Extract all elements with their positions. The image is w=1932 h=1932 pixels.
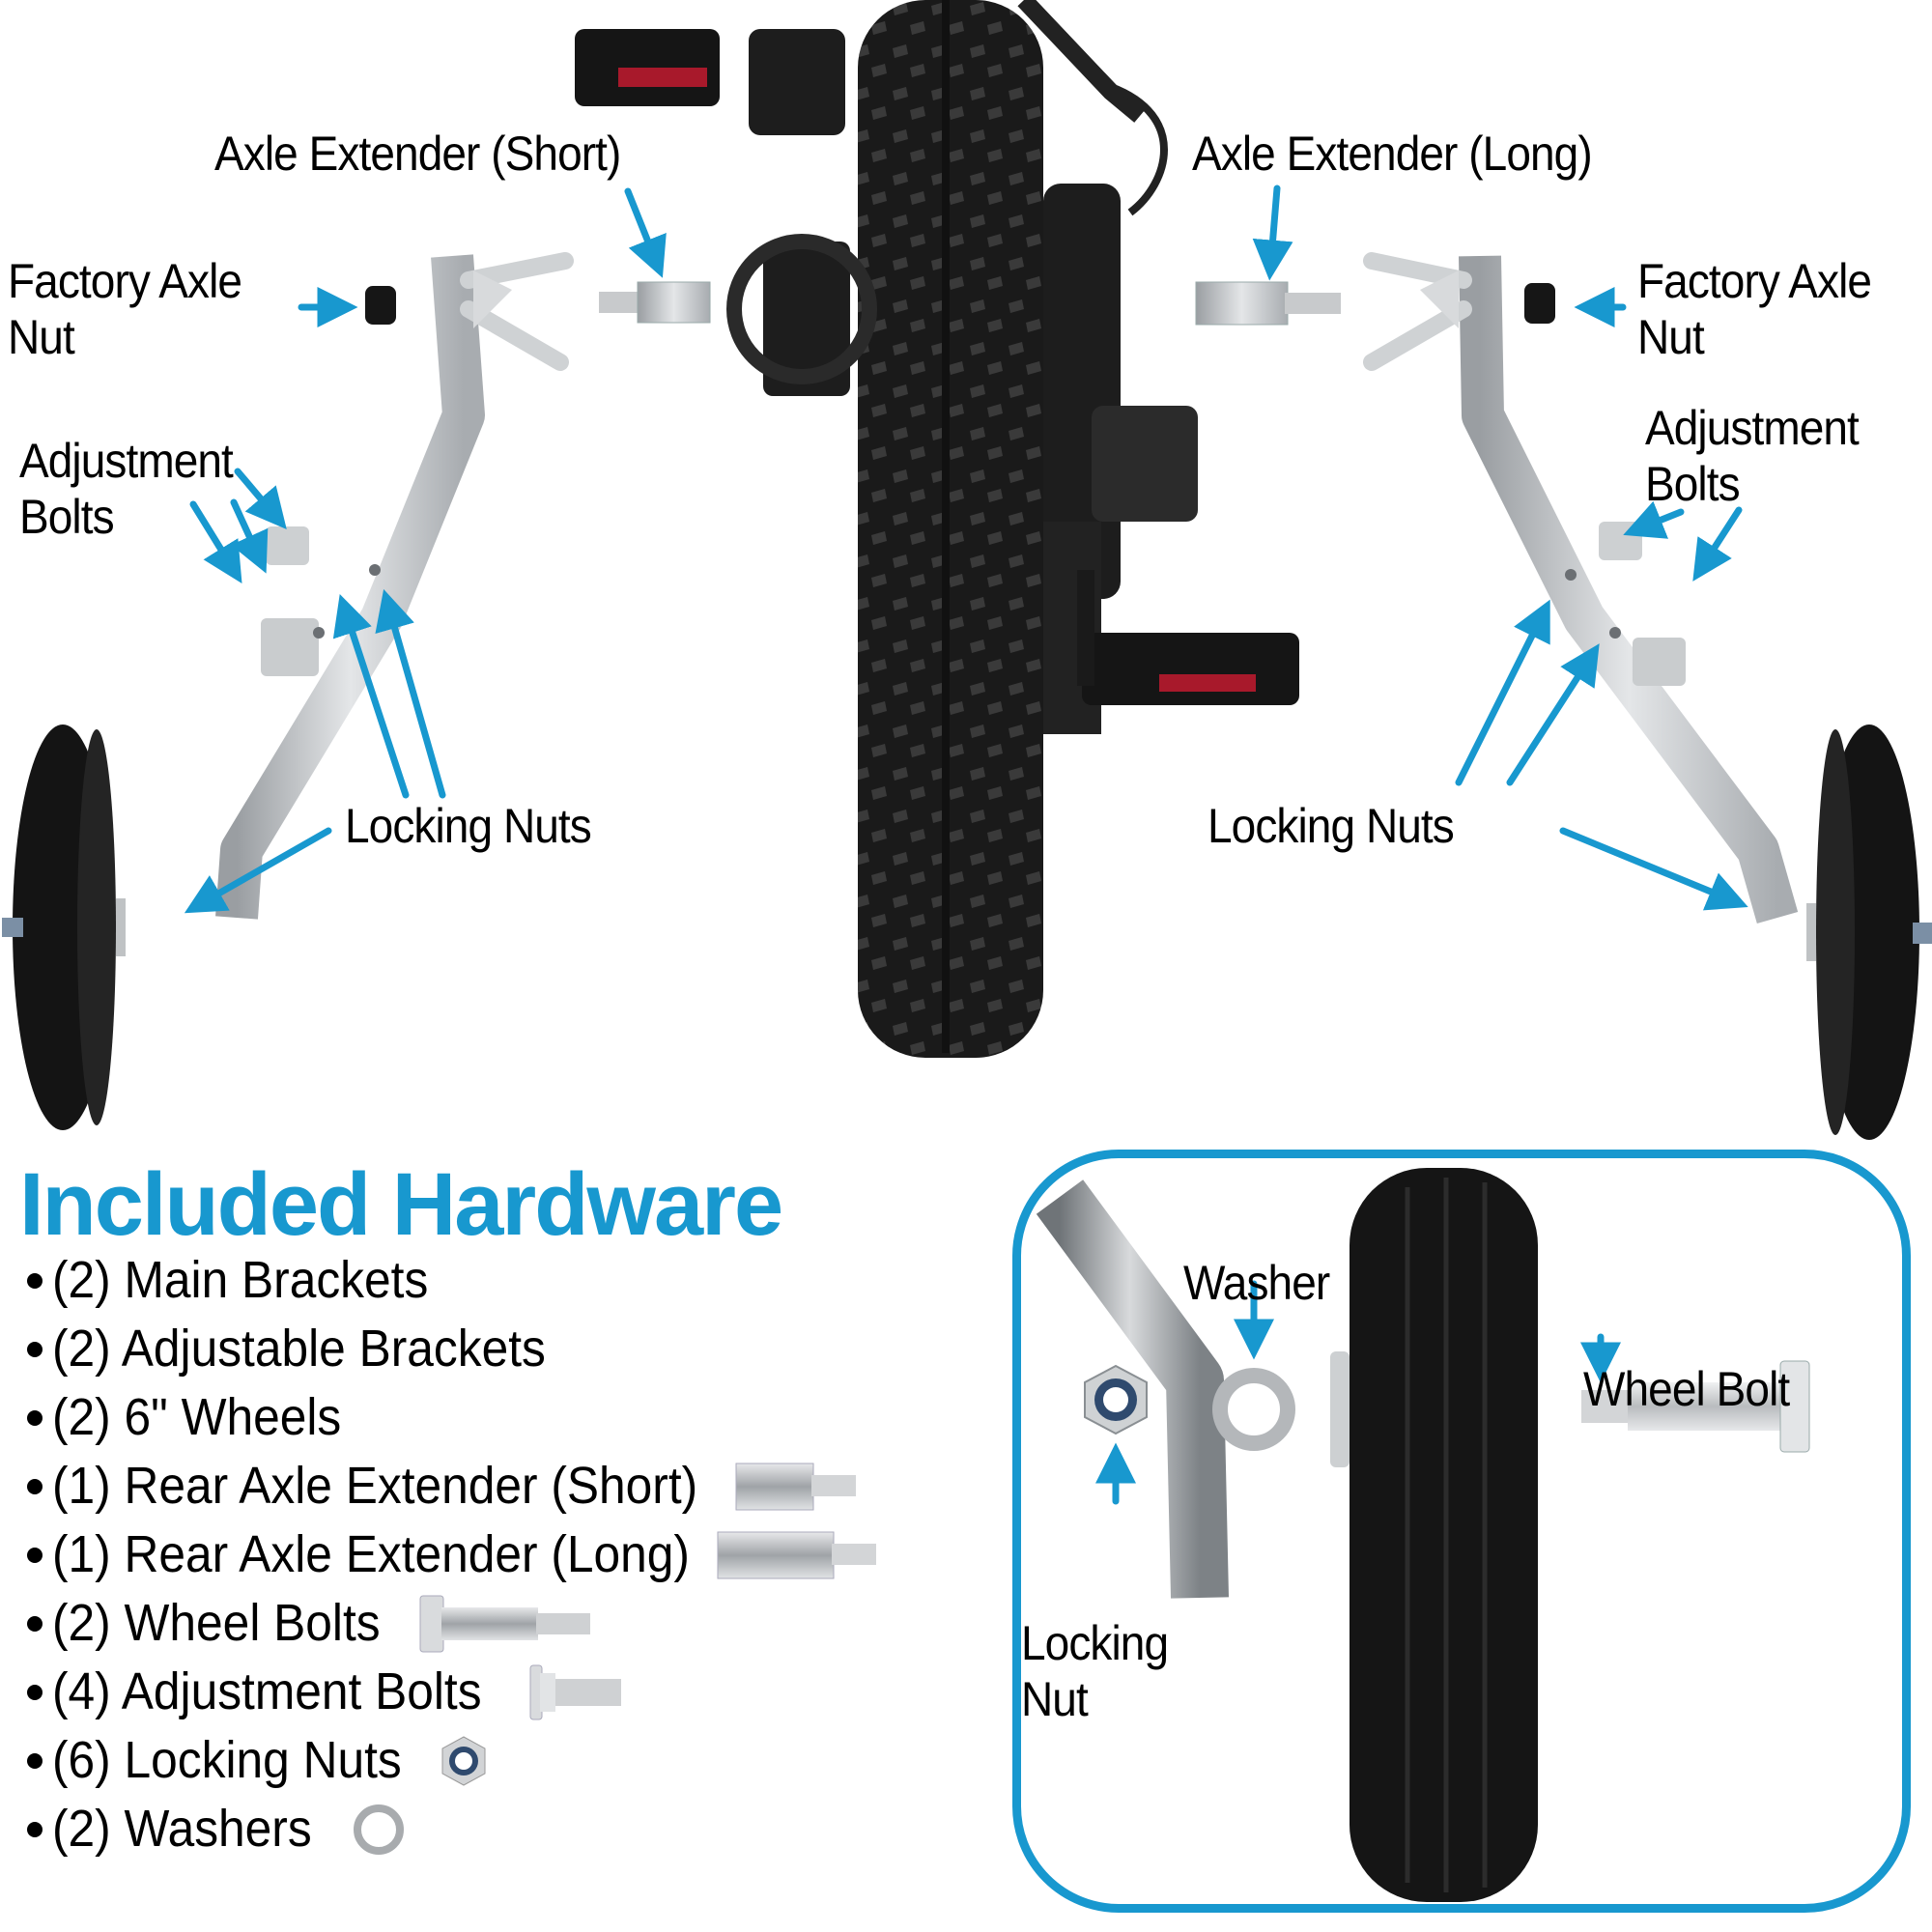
label-factory-axle-nut-left: Factory Axle Nut [8,253,242,365]
item-qty: (6) [52,1731,111,1789]
item-label: Washers [124,1800,312,1858]
label-line: Nut [1637,310,1705,364]
label-locking-nuts-right: Locking Nuts [1208,799,1455,853]
bullet-icon [27,1615,43,1632]
label-axle-extender-short: Axle Extender (Short) [214,127,621,181]
hardware-item: (2) Wheel Bolts [27,1589,880,1658]
included-hardware-title: Included Hardware [19,1155,783,1254]
bike-pedal-right [1077,570,1299,705]
item-label: Locking Nuts [124,1731,402,1789]
factory-axle-nut-left [365,286,396,325]
item-label: Rear Axle Extender (Long) [124,1525,690,1583]
hardware-item: (1) Rear Axle Extender (Short) [27,1452,880,1520]
training-wheels-diagram [2,0,1932,1140]
bracket-bend [1036,1179,1229,1599]
label-line: Bolts [1645,457,1741,511]
washer-part [1212,1368,1295,1451]
right-training-wheel-assembly [1363,252,1932,1140]
label-line: Adjustment [1645,401,1860,455]
item-qty: (2) [52,1800,111,1858]
factory-axle-nut-right [1524,283,1555,324]
hardware-list: (2) Main Brackets (2) Adjustable Bracket… [27,1246,880,1863]
hardware-item: (6) Locking Nuts [27,1726,880,1795]
axle-extender-long-icon [717,1531,877,1578]
wheel-bolt-icon [419,1595,591,1652]
axle-extender-short-icon [735,1463,857,1510]
item-qty: (1) [52,1457,111,1515]
label-washer: Washer [1183,1256,1330,1310]
item-qty: (2) [52,1594,111,1652]
item-qty: (4) [52,1662,111,1720]
label-locking-nuts-left: Locking Nuts [345,799,592,853]
label-factory-axle-nut-right: Factory Axle Nut [1637,253,1872,365]
axle-extender-long-part [1195,281,1341,326]
item-label: 6" Wheels [124,1388,342,1446]
bullet-icon [27,1684,43,1700]
label-axle-extender-long: Axle Extender (Long) [1192,127,1593,181]
hardware-item: (1) Rear Axle Extender (Long) [27,1520,880,1589]
label-line: Nut [1021,1672,1089,1726]
locking-nut-part [1084,1364,1148,1435]
hardware-item: (2) Adjustable Brackets [27,1315,880,1383]
hardware-item: (2) 6" Wheels [27,1383,880,1452]
hardware-item: (4) Adjustment Bolts [27,1658,880,1726]
label-adjustment-bolts-left: Adjustment Bolts [19,433,234,545]
locking-nut-icon [441,1735,486,1786]
callout-arrows [184,185,1748,914]
item-label: Rear Axle Extender (Short) [124,1457,698,1515]
label-line: Factory Axle [1637,254,1872,308]
bullet-icon [27,1341,43,1357]
label-line: Adjustment [19,434,234,488]
item-qty: (2) [52,1388,111,1446]
bullet-icon [27,1478,43,1494]
item-qty: (1) [52,1525,111,1583]
adjustment-bolt-icon [529,1664,622,1719]
label-line: Factory Axle [8,254,242,308]
label-adjustment-bolts-right: Adjustment Bolts [1645,400,1860,512]
wheel-assembly-detail-box: Washer Wheel Bolt Locking Nut [1012,1150,1911,1913]
bullet-icon [27,1752,43,1769]
label-locking-nut: Locking Nut [1021,1615,1169,1727]
hardware-item: (2) Main Brackets [27,1246,880,1315]
item-label: Adjustable Brackets [121,1320,546,1378]
item-qty: (2) [52,1320,111,1378]
left-training-wheel-assembly [2,252,574,1130]
bike-pedal-left [575,29,720,106]
label-line: Nut [8,310,75,364]
axle-extender-short-part [599,281,711,324]
item-label: Wheel Bolts [124,1594,381,1652]
bullet-icon [27,1821,43,1837]
wheel-assembly-detail-illustration [1036,1168,1810,1902]
wheel-bolt-part [1581,1360,1810,1453]
bullet-icon [27,1272,43,1289]
label-line: Bolts [19,490,115,544]
hardware-item: (2) Washers [27,1795,880,1863]
item-label: Adjustment Bolts [121,1662,482,1720]
item-qty: (2) [52,1251,111,1309]
label-line: Locking [1021,1616,1169,1670]
label-wheel-bolt: Wheel Bolt [1583,1362,1790,1416]
washer-icon [354,1804,405,1855]
bullet-icon [27,1547,43,1563]
bike-rear-tire [858,0,1043,1058]
bullet-icon [27,1409,43,1426]
item-label: Main Brackets [124,1251,429,1309]
